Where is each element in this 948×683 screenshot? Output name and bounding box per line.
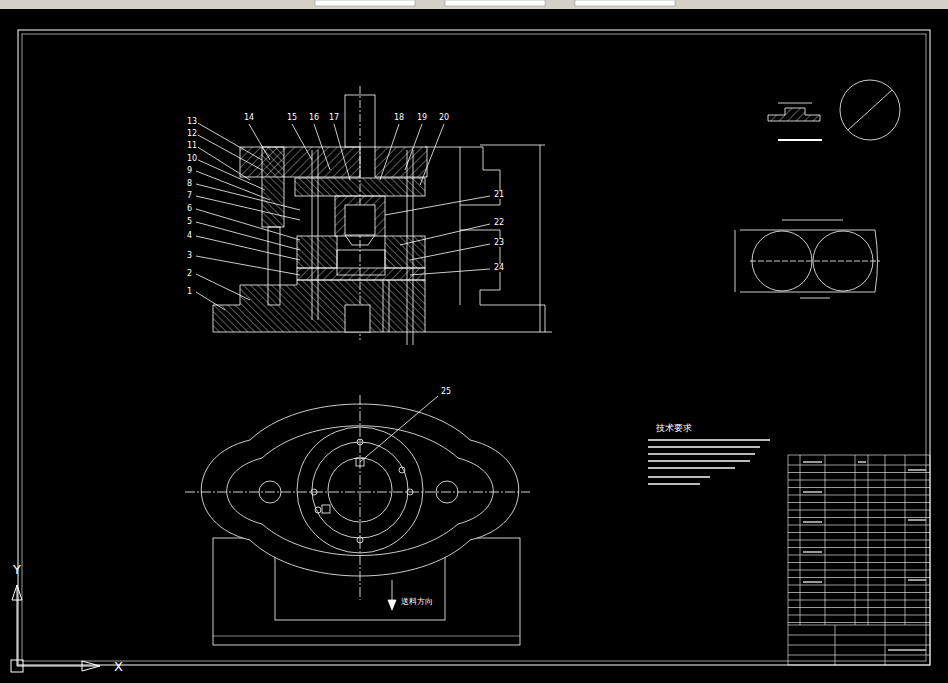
axis-label: X bbox=[113, 660, 124, 673]
callout-number: 25 bbox=[440, 388, 452, 396]
callout-number: 8 bbox=[186, 180, 193, 188]
table-row-line bbox=[788, 592, 930, 593]
callout-number: 9 bbox=[186, 167, 193, 175]
table-row-line bbox=[788, 570, 930, 571]
axis-label: Y bbox=[12, 563, 22, 576]
callout-number: 22 bbox=[493, 219, 505, 227]
table-row-line bbox=[788, 472, 930, 473]
table-row-line bbox=[788, 487, 930, 488]
callout-number: 16 bbox=[308, 114, 320, 122]
callout-number: 24 bbox=[493, 264, 505, 272]
callout-number: 1 bbox=[186, 288, 193, 296]
callout-number: 11 bbox=[186, 142, 198, 150]
table-row-line bbox=[788, 615, 930, 616]
table-row-line bbox=[788, 547, 930, 548]
callout-number: 13 bbox=[186, 118, 198, 126]
callout-number: 7 bbox=[186, 192, 193, 200]
table-row-line bbox=[788, 622, 930, 623]
table-row-line bbox=[788, 517, 930, 518]
table-row-line bbox=[788, 585, 930, 586]
table-row-line bbox=[788, 607, 930, 608]
table-row-line bbox=[788, 555, 930, 556]
callout-number: 20 bbox=[438, 114, 450, 122]
table-row-line bbox=[788, 495, 930, 496]
callout-number: 2 bbox=[186, 270, 193, 278]
table-row-line bbox=[788, 577, 930, 578]
table-row-line bbox=[788, 480, 930, 481]
callout-number: 10 bbox=[186, 155, 198, 163]
table-row-line bbox=[788, 502, 930, 503]
callout-number: 18 bbox=[393, 114, 405, 122]
feed-direction-note: 送料方向 bbox=[400, 598, 434, 606]
callout-number: 21 bbox=[493, 191, 505, 199]
callout-number: 3 bbox=[186, 252, 193, 260]
table-row-line bbox=[788, 532, 930, 533]
callout-number: 6 bbox=[186, 205, 193, 213]
callout-number: 5 bbox=[186, 218, 193, 226]
table-row-line bbox=[788, 540, 930, 541]
callout-number: 14 bbox=[243, 114, 255, 122]
table-row-line bbox=[788, 525, 930, 526]
callout-number: 19 bbox=[416, 114, 428, 122]
callout-number: 23 bbox=[493, 239, 505, 247]
callout-number: 17 bbox=[328, 114, 340, 122]
table-row-line bbox=[788, 465, 930, 466]
note-heading: 技术要求 bbox=[655, 424, 693, 433]
table-row-line bbox=[788, 562, 930, 563]
table-row-line bbox=[788, 600, 930, 601]
callout-number: 12 bbox=[186, 130, 198, 138]
table-row-line bbox=[788, 510, 930, 511]
callout-number: 15 bbox=[286, 114, 298, 122]
callout-number: 4 bbox=[186, 232, 193, 240]
